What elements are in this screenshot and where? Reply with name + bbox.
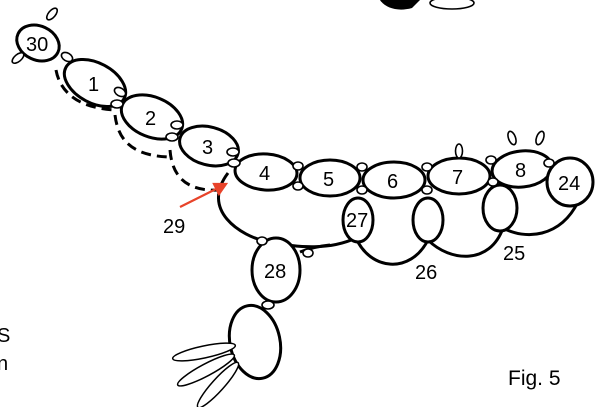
bead bbox=[356, 162, 368, 172]
bead bbox=[292, 181, 304, 191]
bead bbox=[421, 162, 433, 172]
bead bbox=[60, 51, 74, 63]
figure-caption: Fig. 5 bbox=[508, 367, 561, 390]
dashed-chain-3 bbox=[168, 149, 221, 192]
bead bbox=[226, 147, 240, 157]
label-8: 8 bbox=[515, 160, 526, 182]
label-7: 7 bbox=[452, 167, 463, 189]
bead bbox=[356, 185, 368, 195]
side-text-s: S bbox=[0, 325, 11, 347]
ring-24 bbox=[545, 156, 595, 208]
dashed-chain-2 bbox=[113, 114, 171, 159]
bead bbox=[261, 300, 275, 310]
bead bbox=[302, 248, 314, 258]
bead bbox=[170, 120, 184, 130]
feeler bbox=[196, 361, 240, 407]
bead bbox=[485, 155, 497, 165]
side-text-n: n bbox=[0, 353, 9, 375]
label-28: 28 bbox=[264, 261, 286, 283]
ring-1 bbox=[62, 58, 128, 108]
label-5: 5 bbox=[323, 169, 334, 191]
link-27-28 bbox=[299, 243, 331, 254]
feeler bbox=[176, 353, 236, 387]
ring-26 bbox=[411, 196, 445, 244]
label-30: 30 bbox=[26, 34, 48, 56]
bead bbox=[256, 236, 268, 246]
bead bbox=[454, 143, 464, 159]
bead bbox=[165, 132, 179, 142]
label-4: 4 bbox=[259, 163, 270, 185]
ring-30 bbox=[15, 23, 61, 63]
loop-27-26 bbox=[354, 237, 430, 266]
ring-5 bbox=[298, 158, 362, 198]
ring-6 bbox=[361, 160, 427, 200]
ring-4 bbox=[233, 152, 299, 192]
bead bbox=[507, 130, 517, 146]
bead bbox=[292, 161, 304, 171]
arrow-29-head bbox=[212, 182, 229, 197]
loop-25-24 bbox=[502, 201, 580, 237]
ring-27 bbox=[341, 196, 375, 244]
bead bbox=[487, 177, 499, 187]
bead bbox=[421, 185, 433, 195]
arrow-29-line bbox=[179, 187, 219, 208]
bead bbox=[227, 158, 241, 168]
bead bbox=[110, 99, 124, 109]
label-25: 25 bbox=[503, 243, 525, 265]
bead bbox=[543, 158, 555, 168]
dashed-chain-1 bbox=[54, 69, 116, 112]
bead bbox=[45, 7, 59, 21]
label-27: 27 bbox=[346, 210, 368, 232]
ring-25 bbox=[481, 183, 519, 233]
label-29: 29 bbox=[163, 216, 185, 238]
ring-28 bbox=[250, 236, 302, 304]
bead bbox=[535, 130, 545, 146]
bead bbox=[113, 86, 127, 98]
partial-bead-top bbox=[429, 0, 475, 10]
feeler bbox=[171, 342, 237, 362]
bead bbox=[11, 51, 25, 65]
label-3: 3 bbox=[202, 137, 213, 159]
partial-shape-top bbox=[380, 0, 420, 10]
label-26: 26 bbox=[415, 262, 437, 284]
loop-26-25 bbox=[426, 227, 505, 258]
label-2: 2 bbox=[145, 108, 156, 130]
label-24: 24 bbox=[558, 173, 580, 195]
label-6: 6 bbox=[387, 171, 398, 193]
label-1: 1 bbox=[88, 74, 99, 96]
